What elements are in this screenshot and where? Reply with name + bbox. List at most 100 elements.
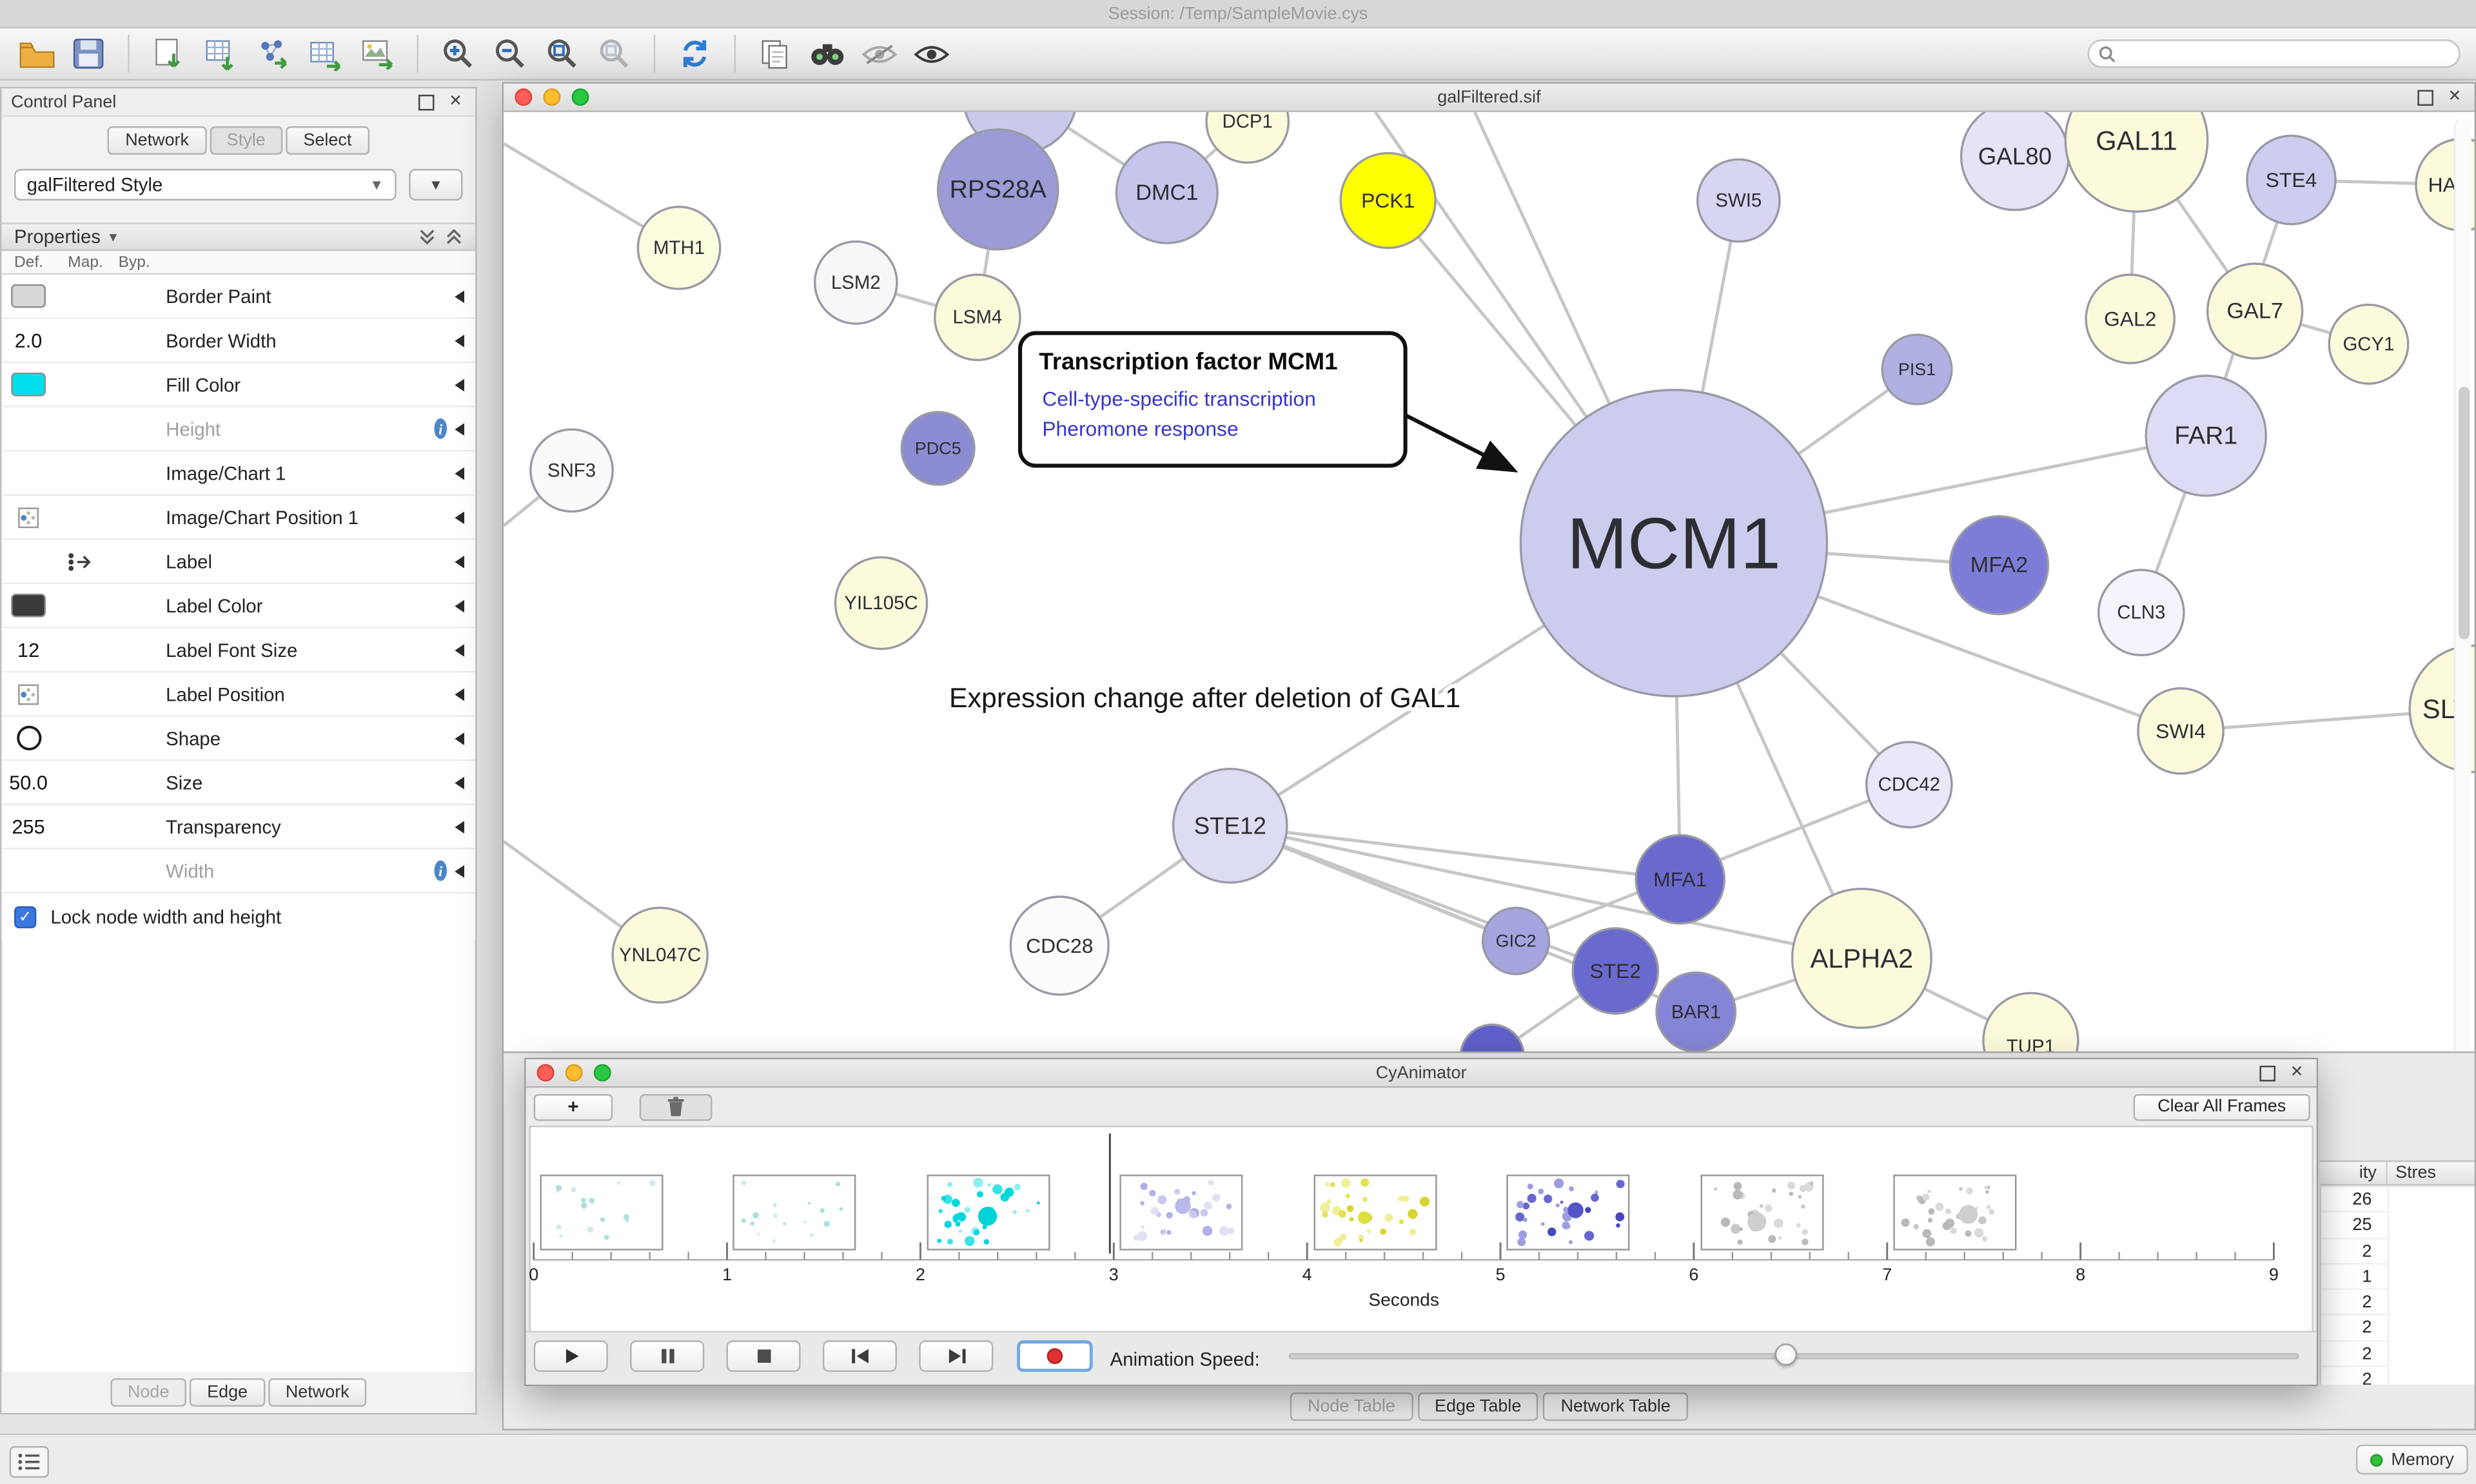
task-history-button[interactable] [9,1446,49,1478]
property-row-shape[interactable]: Shape [1,716,476,761]
default-color-swatch[interactable] [11,372,46,396]
style-options-button[interactable]: ▼ [409,169,463,201]
collapse-all-icon[interactable] [446,228,463,246]
node-GAL2[interactable] [2085,273,2176,364]
frame-thumbnail-6[interactable] [1506,1175,1630,1251]
show-details-icon[interactable] [911,33,952,74]
table-tab-edge-table[interactable]: Edge Table [1417,1392,1539,1421]
search-input[interactable] [2122,44,2450,63]
frame-thumbnail-4[interactable] [1120,1175,1244,1251]
app-titlebar[interactable]: Session: /Temp/SampleMovie.cys [0,0,2476,29]
property-row-label[interactable]: Label [1,540,476,585]
node-GAL11[interactable] [2064,112,2209,213]
frame-thumbnail-1[interactable] [540,1175,663,1251]
node-CLN3[interactable] [2097,569,2185,657]
node-SWI5[interactable] [1696,158,1781,243]
collapse-arrow-icon[interactable] [455,422,465,435]
node-CDC28[interactable] [1009,895,1110,996]
annotation-link-2[interactable]: Pheromone response [1042,417,1238,440]
export-network-icon[interactable] [253,33,294,74]
zoom-out-icon[interactable] [489,33,531,74]
close-view-icon[interactable]: ✕ [2290,1064,2304,1082]
collapse-arrow-icon[interactable] [455,289,465,302]
add-frame-button[interactable]: + [533,1093,613,1120]
scrollbar-thumb[interactable] [2459,387,2470,639]
node-MTH1[interactable] [636,206,722,290]
close-panel-icon[interactable]: ✕ [449,93,462,111]
annotation-link-1[interactable]: Cell-type-specific transcription [1042,387,1316,410]
node-YNL047C[interactable] [611,906,709,1004]
property-row-image-chart-position-1[interactable]: Image/Chart Position 1 [1,495,476,540]
node-GAL7[interactable] [2206,262,2304,360]
import-file-icon[interactable] [148,33,190,74]
node-DMC1[interactable] [1115,141,1219,244]
property-row-border-paint[interactable]: Border Paint [1,275,476,319]
frame-thumbnail-2[interactable] [733,1175,857,1251]
export-table-icon[interactable] [305,33,346,74]
collapse-arrow-icon[interactable] [455,864,465,877]
control-panel-header[interactable]: Control Panel ✕ [1,88,476,117]
node-STE12[interactable] [1172,767,1288,884]
speed-slider-thumb[interactable] [1774,1343,1797,1366]
property-row-label-position[interactable]: Label Position [1,672,476,717]
table-header-stress[interactable]: Stres [2395,1163,2437,1183]
skip-to-start-button[interactable] [822,1340,898,1372]
node-GIC2[interactable] [1481,906,1551,975]
frame-thumbnail-5[interactable] [1313,1175,1437,1251]
node-LSM2[interactable] [813,240,898,325]
node-BAR1[interactable] [1655,971,1737,1053]
search-box[interactable] [2087,39,2461,68]
lock-checkbox[interactable]: ✓ [14,906,37,929]
node-RPS28A[interactable] [936,128,1059,251]
collapse-arrow-icon[interactable] [455,554,465,568]
node-CDC42[interactable] [1865,741,1953,828]
tab-style[interactable]: Style [209,126,283,155]
default-color-swatch[interactable] [11,284,46,308]
refresh-layout-icon[interactable] [674,33,716,74]
skip-to-end-button[interactable] [919,1340,994,1372]
table-header-centrality[interactable]: ity [2320,1162,2388,1184]
import-table-icon[interactable] [201,33,242,74]
cyanimator-titlebar[interactable]: CyAnimator ✕ [526,1059,2317,1088]
panel-tab-edge[interactable]: Edge [190,1378,266,1407]
panel-tab-node[interactable]: Node [110,1378,187,1407]
panel-tab-network[interactable]: Network [268,1378,367,1407]
node-MCM1[interactable] [1519,389,1829,698]
node-YIL105C[interactable] [834,556,928,650]
collapse-arrow-icon[interactable] [455,820,465,833]
node-STE4[interactable] [2246,134,2337,226]
edge-STE12-MFA1[interactable] [1230,824,1681,881]
default-color-swatch[interactable] [11,593,46,618]
pause-button[interactable] [630,1340,705,1372]
minimize-window-icon[interactable] [543,88,561,106]
zoom-fit-icon[interactable] [542,33,583,74]
minimize-window-icon[interactable] [565,1064,583,1082]
hide-details-icon[interactable] [859,33,900,74]
node-MFA1[interactable] [1635,834,1726,925]
node-PCK1[interactable] [1339,151,1437,249]
play-button[interactable] [533,1340,608,1372]
property-row-image-chart-1[interactable]: Image/Chart 1 [1,451,476,496]
node-PIS1[interactable] [1881,333,1953,405]
save-session-icon[interactable] [68,33,109,74]
table-tab-network-table[interactable]: Network Table [1543,1392,1688,1421]
clear-all-frames-button[interactable]: Clear All Frames [2133,1093,2310,1120]
tab-select[interactable]: Select [286,126,369,155]
float-window-icon[interactable] [2414,87,2435,108]
table-tab-node-table[interactable]: Node Table [1290,1392,1413,1421]
search-network-icon[interactable] [807,33,848,74]
node-LSM4[interactable] [934,273,1021,362]
node-STE2[interactable] [1571,927,1660,1015]
collapse-arrow-icon[interactable] [455,732,465,745]
style-selector[interactable]: galFiltered Style ▼ [14,169,397,201]
tab-network[interactable]: Network [108,126,206,155]
canvas-caption[interactable]: Expression change after deletion of GAL1 [945,679,1464,718]
close-window-icon[interactable] [515,88,533,106]
zoom-selected-icon[interactable] [594,33,635,74]
collapse-arrow-icon[interactable] [455,687,465,701]
